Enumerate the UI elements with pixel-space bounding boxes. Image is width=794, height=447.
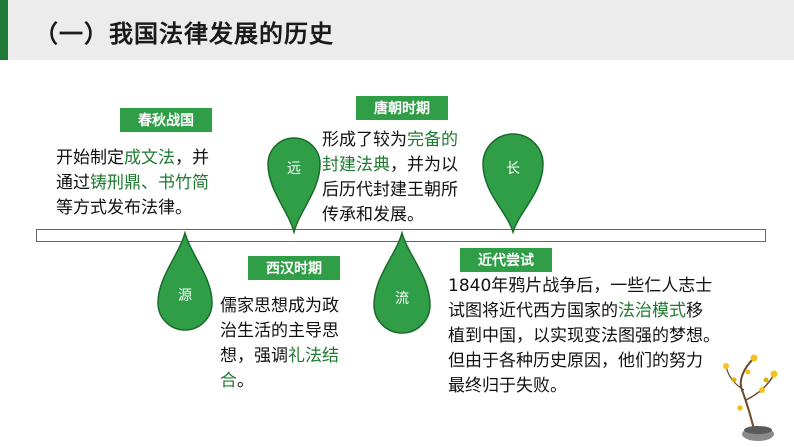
text-segment: 移: [686, 301, 703, 321]
text-segment: 治生活的主导思: [220, 321, 339, 341]
label-xihan: 西汉时期: [248, 256, 340, 280]
text-segment: 开始制定: [56, 148, 124, 168]
label-chunqiu: 春秋战国: [120, 108, 212, 132]
text-segment: 儒家思想成为政: [220, 296, 339, 316]
title-bar: （一）我国法律发展的历史: [0, 0, 794, 60]
plum-blossom-vase-decoration: [723, 354, 778, 441]
text-segment: 植到中国，以实现变法图强的梦想。: [448, 326, 720, 346]
pin-chang: [482, 133, 544, 234]
text-segment: 后历代封建王朝所: [322, 180, 458, 200]
pin-char-yuan-far: 远: [287, 161, 301, 177]
label-tang: 唐朝时期: [356, 96, 448, 120]
text-segment: ，并为以: [390, 155, 458, 175]
pin-char-yuan-source: 源: [178, 288, 192, 304]
highlighted-term: 法治模式: [618, 301, 686, 321]
text-xihan: 儒家思想成为政治生活的主导思想，强调礼法结合。: [220, 294, 380, 394]
text-segment: 最终归于失败。: [448, 376, 567, 396]
pin-yuan-source: [157, 231, 213, 331]
title-accent-bar: [0, 0, 8, 60]
text-segment: 通过: [56, 173, 90, 193]
page-title: （一）我国法律发展的历史: [34, 19, 334, 48]
text-chunqiu: 开始制定成文法，并通过铸刑鼎、书竹简等方式发布法律。: [56, 146, 256, 221]
text-segment: 想，强调: [220, 346, 288, 366]
text-segment: 。: [237, 371, 254, 391]
text-segment: 试图将近代西方国家的: [448, 301, 618, 321]
highlighted-term: 铸刑鼎、书竹简: [90, 173, 209, 193]
text-segment: 但由于各种历史原因，他们的努力: [448, 351, 703, 371]
text-segment: 等方式发布法律。: [56, 198, 192, 218]
text-segment: 传承和发展。: [322, 205, 424, 225]
text-jindai: 1840年鸦片战争后，一些仁人志士试图将近代西方国家的法治模式移植到中国，以实现…: [448, 274, 788, 399]
highlighted-term: 合: [220, 371, 237, 391]
highlighted-term: 成文法: [124, 148, 175, 168]
text-segment: 形成了较为: [322, 130, 407, 150]
label-jindai: 近代尝试: [460, 248, 552, 272]
pin-liu: [373, 231, 431, 334]
text-segment: 1840年鸦片战争后，一些仁人志士: [448, 276, 713, 296]
pin-char-liu: 流: [395, 291, 409, 307]
pin-char-chang: 长: [506, 161, 520, 177]
highlighted-term: 礼法结: [288, 346, 339, 366]
pin-yuan-far: [267, 137, 321, 234]
text-tang: 形成了较为完备的封建法典，并为以后历代封建王朝所传承和发展。: [322, 128, 522, 228]
highlighted-term: 封建法典: [322, 155, 390, 175]
text-segment: ，并: [175, 148, 209, 168]
highlighted-term: 完备的: [407, 130, 458, 150]
